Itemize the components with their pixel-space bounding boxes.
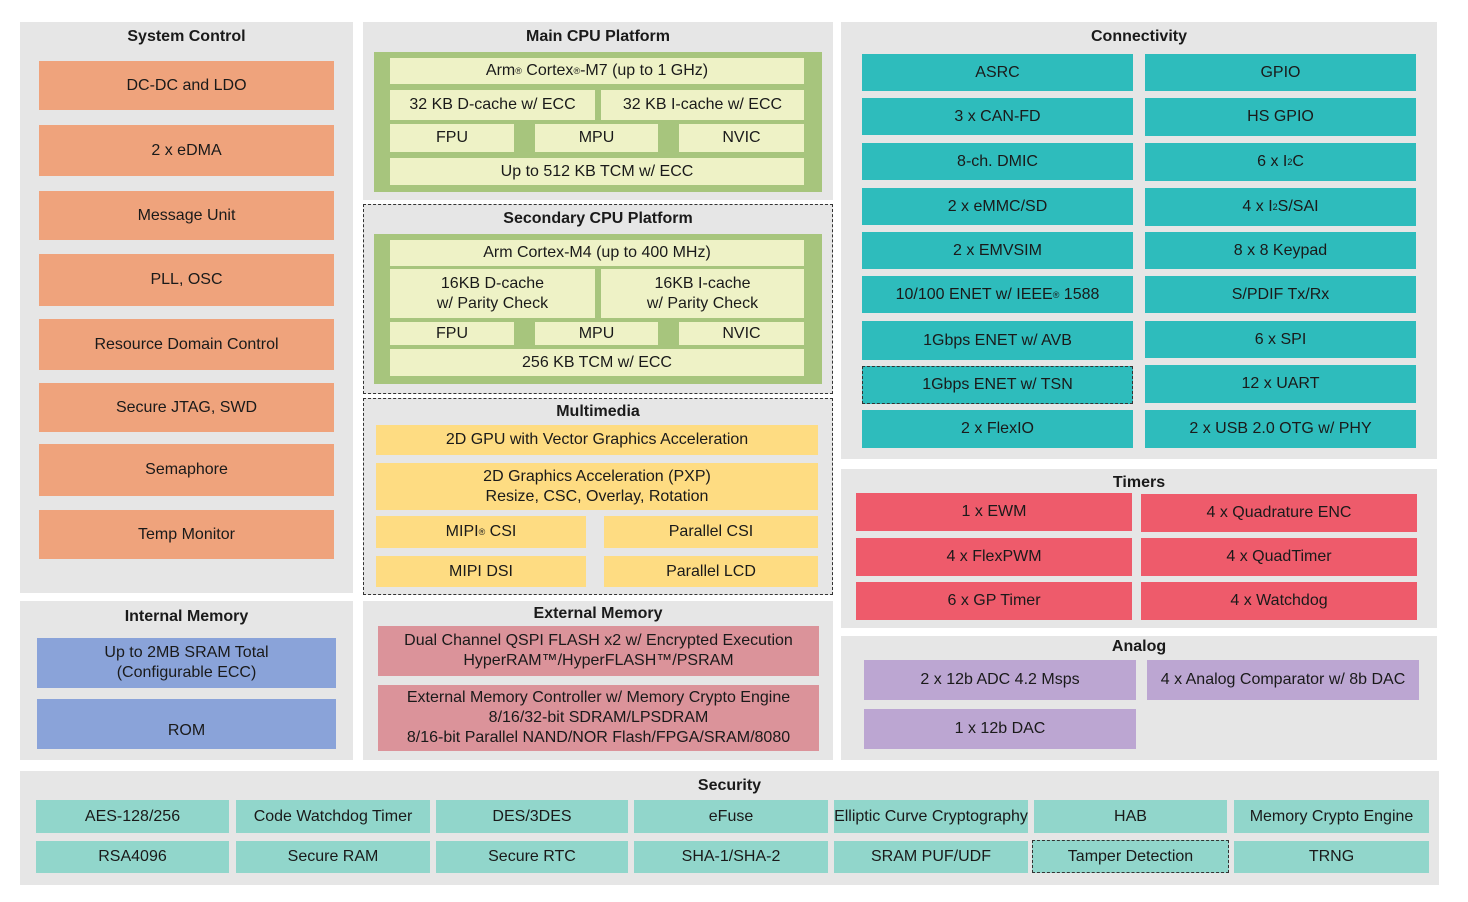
main-cpu-icache: 32 KB I-cache w/ ECC: [601, 90, 804, 120]
conn-usb-otg: 2 x USB 2.0 OTG w/ PHY: [1145, 410, 1416, 448]
system-control-panel: System Control DC-DC and LDO 2 x eDMA Me…: [20, 22, 353, 593]
sysctl-semaphore: Semaphore: [39, 444, 334, 496]
mm-mipi-dsi: MIPI DSI: [376, 556, 586, 587]
secondary-cpu-mpu: MPU: [535, 322, 658, 345]
system-control-title: System Control: [127, 28, 246, 45]
conn-enet-tsn: 1Gbps ENET w/ TSN: [862, 366, 1133, 404]
timer-watchdog: 4 x Watchdog: [1141, 582, 1417, 620]
conn-emmc-sd: 2 x eMMC/SD: [862, 188, 1133, 225]
sec-ecc: Elliptic Curve Cryptography: [834, 800, 1028, 833]
connectivity-title: Connectivity: [1090, 28, 1187, 45]
sec-trng: TRNG: [1234, 841, 1429, 873]
sec-efuse: eFuse: [634, 800, 828, 833]
main-cpu-dcache: 32 KB D-cache w/ ECC: [390, 90, 595, 120]
secondary-cpu-panel: Secondary CPU Platform Arm Cortex-M4 (up…: [363, 204, 833, 394]
security-panel: Security AES-128/256 Code Watchdog Timer…: [20, 771, 1439, 885]
secondary-cpu-tcm: 256 KB TCM w/ ECC: [390, 349, 804, 376]
sysctl-resource-domain-control: Resource Domain Control: [39, 319, 334, 370]
conn-flexio: 2 x FlexIO: [862, 410, 1133, 448]
mm-pxp: 2D Graphics Acceleration (PXP) Resize, C…: [376, 463, 818, 510]
external-memory-panel: External Memory Dual Channel QSPI FLASH …: [363, 601, 833, 760]
sec-sha: SHA-1/SHA-2: [634, 841, 828, 873]
sysctl-temp-monitor: Temp Monitor: [39, 510, 334, 559]
main-cpu-nvic: NVIC: [679, 124, 804, 152]
multimedia-panel: Multimedia 2D GPU with Vector Graphics A…: [363, 398, 833, 595]
conn-keypad: 8 x 8 Keypad: [1145, 232, 1416, 269]
main-cpu-fpu: FPU: [390, 124, 514, 152]
sec-memory-crypto: Memory Crypto Engine: [1234, 800, 1429, 833]
external-memory-title: External Memory: [533, 605, 663, 622]
timer-gp-timer: 6 x GP Timer: [856, 582, 1132, 620]
mm-parallel-lcd: Parallel LCD: [604, 556, 818, 587]
sysctl-dcdc-ldo: DC-DC and LDO: [39, 61, 334, 110]
main-cpu-title: Main CPU Platform: [525, 28, 670, 45]
main-cpu-mpu: MPU: [535, 124, 658, 152]
sec-sram-puf: SRAM PUF/UDF: [834, 841, 1028, 873]
timers-title: Timers: [1112, 474, 1166, 491]
sec-secure-rtc: Secure RTC: [436, 841, 628, 873]
sec-tamper-detection: Tamper Detection: [1032, 840, 1229, 873]
timer-flexpwm: 4 x FlexPWM: [856, 538, 1132, 576]
sysctl-message-unit: Message Unit: [39, 191, 334, 240]
timer-ewm: 1 x EWM: [856, 493, 1132, 531]
conn-asrc: ASRC: [862, 54, 1133, 91]
extmem-qspi: Dual Channel QSPI FLASH x2 w/ Encrypted …: [378, 626, 819, 676]
timer-quadtimer: 4 x QuadTimer: [1141, 538, 1417, 576]
intmem-sram: Up to 2MB SRAM Total (Configurable ECC): [37, 638, 336, 688]
sysctl-secure-jtag-swd: Secure JTAG, SWD: [39, 383, 334, 432]
conn-can-fd: 3 x CAN-FD: [862, 98, 1133, 135]
sec-secure-ram: Secure RAM: [236, 841, 430, 873]
security-title: Security: [697, 777, 762, 794]
extmem-emc: External Memory Controller w/ Memory Cry…: [378, 685, 819, 751]
internal-memory-title: Internal Memory: [124, 608, 249, 625]
sec-aes: AES-128/256: [36, 800, 229, 833]
connectivity-panel: Connectivity ASRC 3 x CAN-FD 8-ch. DMIC …: [841, 22, 1437, 459]
analog-dac: 1 x 12b DAC: [864, 709, 1136, 749]
analog-title: Analog: [1111, 638, 1167, 655]
sysctl-pll-osc: PLL, OSC: [39, 254, 334, 306]
conn-spi: 6 x SPI: [1145, 321, 1416, 358]
main-cpu-core: Arm® Cortex®-M7 (up to 1 GHz): [390, 58, 804, 84]
timer-quadrature-enc: 4 x Quadrature ENC: [1141, 494, 1417, 532]
conn-enet-avb: 1Gbps ENET w/ AVB: [862, 321, 1133, 360]
mm-mipi-csi: MIPI® CSI: [376, 516, 586, 548]
conn-hs-gpio: HS GPIO: [1145, 98, 1416, 136]
analog-adc: 2 x 12b ADC 4.2 Msps: [864, 660, 1136, 700]
secondary-cpu-fpu: FPU: [390, 322, 514, 345]
conn-gpio: GPIO: [1145, 54, 1416, 91]
main-cpu-core-box: Arm® Cortex®-M7 (up to 1 GHz) 32 KB D-ca…: [374, 52, 822, 192]
conn-uart: 12 x UART: [1145, 365, 1416, 403]
secondary-cpu-nvic: NVIC: [679, 322, 804, 345]
secondary-cpu-core: Arm Cortex-M4 (up to 400 MHz): [390, 240, 804, 266]
mm-2d-gpu: 2D GPU with Vector Graphics Acceleration: [376, 425, 818, 455]
sysctl-edma: 2 x eDMA: [39, 125, 334, 176]
sec-hab: HAB: [1034, 800, 1227, 833]
secondary-cpu-core-box: Arm Cortex-M4 (up to 400 MHz) 16KB D-cac…: [374, 234, 822, 384]
secondary-cpu-dcache: 16KB D-cache w/ Parity Check: [390, 269, 595, 318]
intmem-rom: ROM: [37, 699, 336, 749]
mm-parallel-csi: Parallel CSI: [604, 516, 818, 548]
sec-des: DES/3DES: [436, 800, 628, 833]
conn-emvsim: 2 x EMVSIM: [862, 232, 1133, 269]
sec-code-watchdog: Code Watchdog Timer: [236, 800, 430, 833]
main-cpu-tcm: Up to 512 KB TCM w/ ECC: [390, 158, 804, 185]
main-cpu-panel: Main CPU Platform Arm® Cortex®-M7 (up to…: [363, 22, 833, 200]
timers-panel: Timers 1 x EWM 4 x FlexPWM 6 x GP Timer …: [841, 469, 1437, 628]
multimedia-title: Multimedia: [556, 403, 640, 420]
conn-spdif: S/PDIF Tx/Rx: [1145, 276, 1416, 313]
sec-rsa: RSA4096: [36, 841, 229, 873]
secondary-cpu-icache: 16KB I-cache w/ Parity Check: [601, 269, 804, 318]
analog-panel: Analog 2 x 12b ADC 4.2 Msps 4 x Analog C…: [841, 636, 1437, 760]
secondary-cpu-title: Secondary CPU Platform: [503, 210, 693, 227]
conn-dmic: 8-ch. DMIC: [862, 143, 1133, 180]
conn-enet-1588: 10/100 ENET w/ IEEE® 1588: [862, 276, 1133, 313]
analog-comparator: 4 x Analog Comparator w/ 8b DAC: [1147, 660, 1419, 700]
internal-memory-panel: Internal Memory Up to 2MB SRAM Total (Co…: [20, 601, 353, 760]
